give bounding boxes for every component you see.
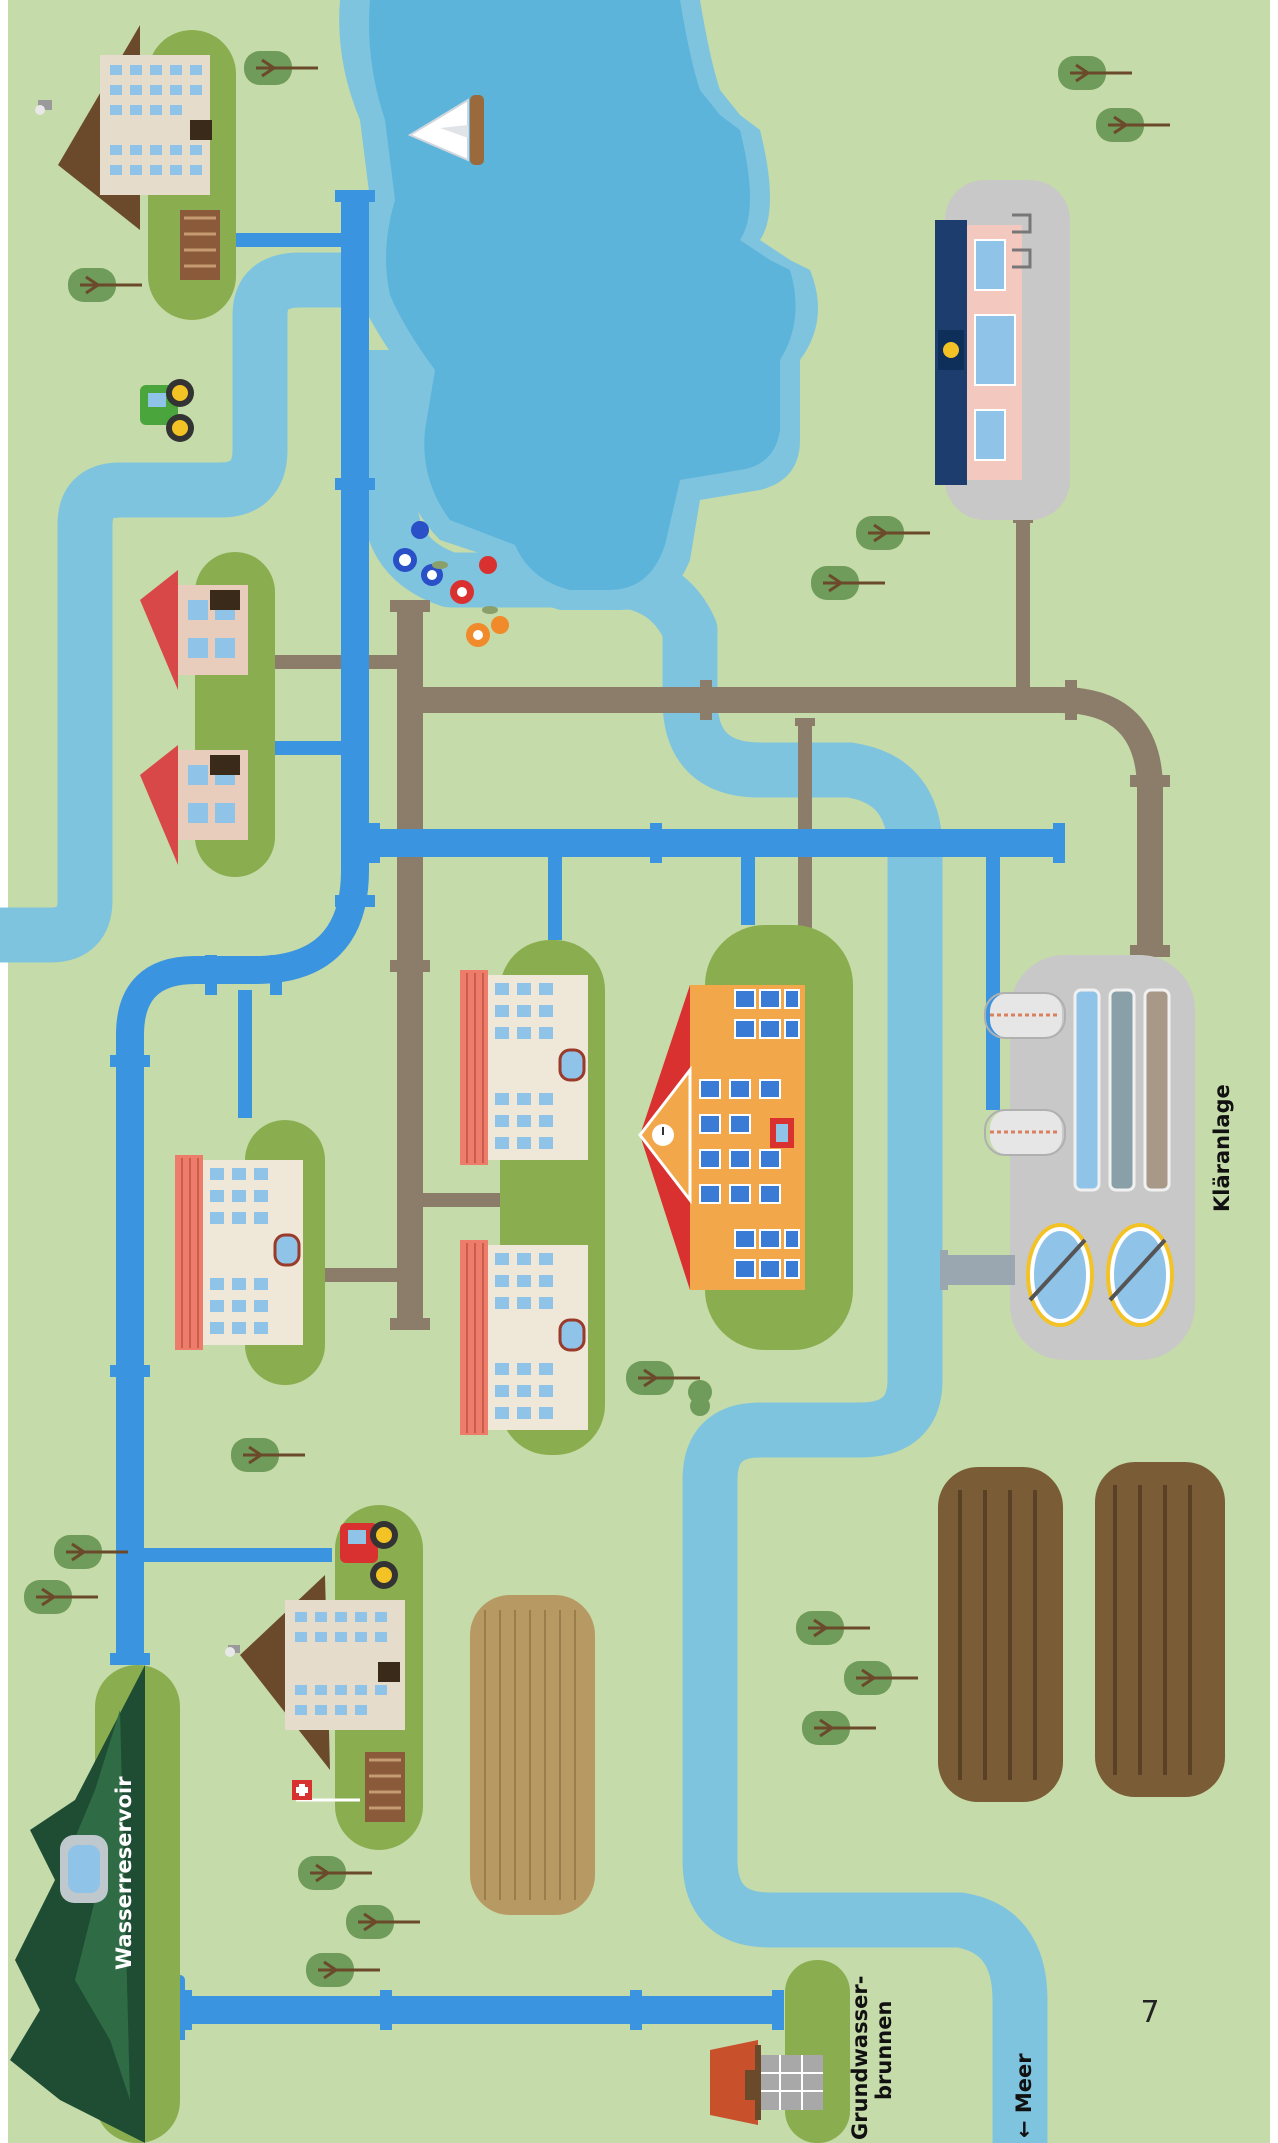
- label-reservoir: Wasserreservoir: [112, 1776, 136, 1970]
- apartment-building-2: [460, 970, 588, 1165]
- apartment-building-1: [175, 1155, 303, 1350]
- ploughed-field-1: [938, 1467, 1063, 1802]
- label-treatment-plant: Kläranlage: [1210, 1084, 1234, 1212]
- settling-basins: [1075, 990, 1169, 1190]
- lawn-well: [785, 1960, 850, 2143]
- supermarket: [935, 180, 1070, 520]
- page-number: 7: [1130, 1995, 1170, 2030]
- shopping-cart-icon: [943, 342, 959, 358]
- apartment-building-3: [460, 1240, 588, 1435]
- label-groundwater-well-line1: Grundwasser-: [848, 1976, 872, 2140]
- label-sea: ← Meer: [1012, 2053, 1036, 2138]
- ploughed-field-2: [1095, 1462, 1225, 1797]
- label-groundwater-well-line2: brunnen: [872, 2001, 896, 2100]
- wheat-field: [470, 1595, 595, 1915]
